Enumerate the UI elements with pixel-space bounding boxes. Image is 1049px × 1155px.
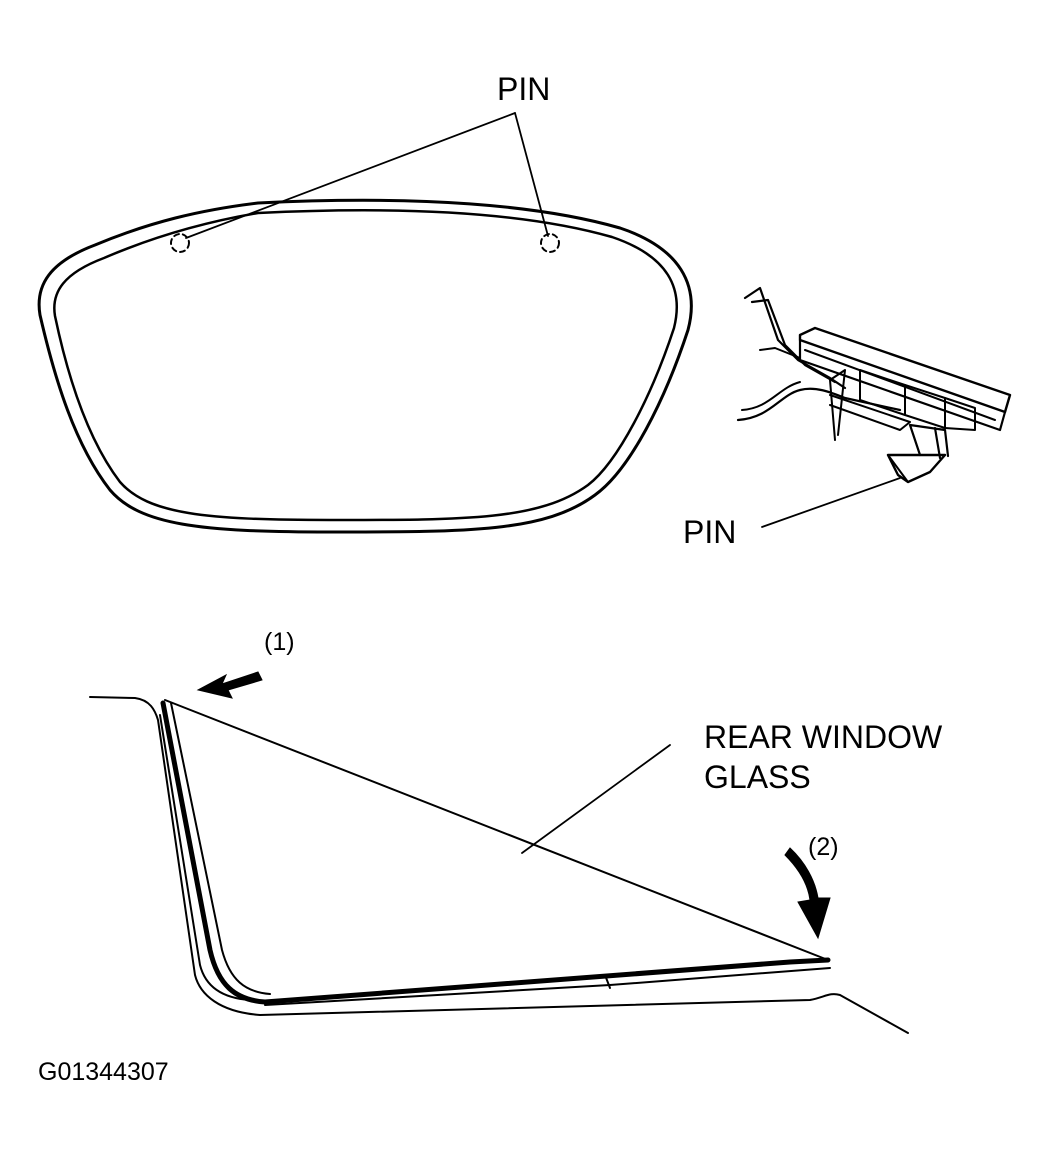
pin-marker-left	[170, 233, 190, 253]
rear-window-side-section	[89, 696, 909, 1034]
window-glass-outline	[37, 198, 693, 534]
arrow-1	[196, 671, 263, 699]
rear-window-leader-line	[521, 744, 671, 854]
pin-marker-right	[540, 233, 560, 253]
pin-leader-lines	[185, 112, 549, 239]
pin-leader-line-right	[761, 477, 901, 528]
rear-window-label-line2: GLASS	[704, 759, 811, 795]
callout-2: (2)	[808, 833, 839, 861]
pin-clip-detail	[736, 286, 1012, 484]
callout-1: (1)	[264, 628, 295, 656]
figure-id: G01344307	[38, 1058, 169, 1086]
pin-label-top: PIN	[497, 71, 550, 107]
rear-window-label-line1: REAR WINDOW	[704, 719, 943, 755]
pin-label-right: PIN	[683, 514, 736, 550]
arrow-2	[784, 847, 831, 940]
